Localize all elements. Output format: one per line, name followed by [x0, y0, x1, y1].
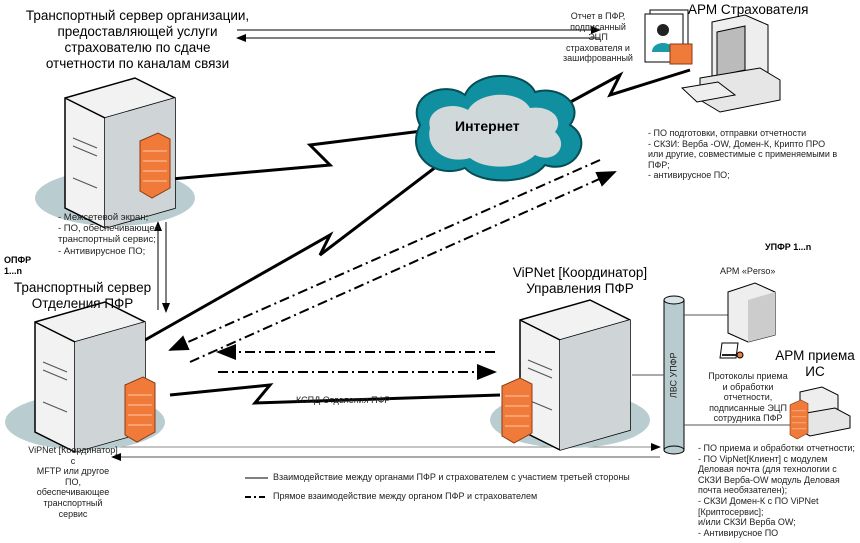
is-title: АРМ приема ИС — [775, 348, 855, 379]
internet-label: Интернет — [455, 118, 520, 134]
direct-link-2 — [189, 171, 617, 363]
coordinator-server — [489, 299, 651, 451]
firewall-icon — [139, 132, 171, 199]
kspd-label: КСПД Отделения ПФР — [296, 395, 391, 405]
top-server-title: Транспортный сервер организации, предост… — [25, 8, 250, 71]
insurer-title: АРМ Страхователя — [688, 2, 809, 17]
insurer-note: - ПО подготовки, отправки отчетности - С… — [648, 128, 838, 181]
internet-cloud — [415, 74, 583, 182]
legend-solid-label: Взаимодействие между органами ПФР и стра… — [273, 472, 630, 482]
link-top-server-internet — [159, 128, 431, 182]
is-computer — [789, 386, 851, 440]
link-opfr-internet — [144, 158, 446, 342]
link-kspd — [169, 383, 501, 405]
direct-link-1 — [168, 159, 601, 351]
report-label: Отчет в ПФР, подписанный ЭЦП страховател… — [563, 11, 633, 64]
protocols-label: Протоколы приема и обработки отчетности,… — [708, 371, 788, 424]
firewall-icon — [124, 376, 156, 443]
lan-label: ЛВС УПФР — [668, 352, 679, 399]
lan-pipe — [663, 295, 685, 455]
is-note: - ПО приема и обработки отчетности; - ПО… — [698, 443, 855, 538]
signed-protocol-key-icon — [719, 342, 744, 359]
top-server-note: - Межсетевой экран; - ПО, обеспечивающее… — [58, 212, 160, 257]
opfr-transport-server — [4, 301, 166, 453]
insurer-computer — [680, 14, 781, 113]
perso-server — [727, 282, 776, 343]
link-internet-insurer — [564, 68, 691, 107]
top-transport-server — [34, 77, 196, 229]
coordinator-title: ViPNet [Координатор] Управления ПФР — [512, 265, 648, 296]
opfr-title: Транспортный сервер Отделения ПФР — [13, 280, 152, 311]
opfr-note: ViPNet [Координатор] с MFTP или другое П… — [28, 445, 118, 519]
perso-label: АРМ «Perso» — [720, 266, 776, 276]
upfr-tag: УПФР 1...n — [765, 242, 812, 252]
report-document-stack-icon — [644, 9, 693, 65]
firewall-icon — [501, 377, 533, 444]
opfr-tag: ОПФР 1...n — [4, 255, 32, 276]
legend-dashdot-label: Прямое взаимодействие между органом ПФР … — [273, 491, 538, 501]
